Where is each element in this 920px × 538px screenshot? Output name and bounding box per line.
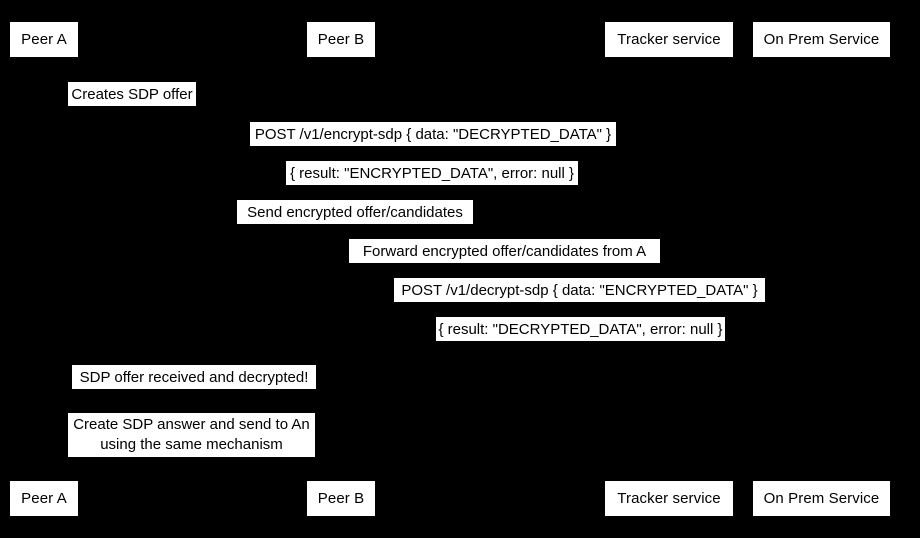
- participant-header-tracker-service[interactable]: Tracker service: [605, 22, 733, 57]
- participant-label: Peer B: [317, 31, 365, 48]
- message-text: Forward encrypted offer/candidates from …: [362, 242, 647, 260]
- message-label-send-encrypted-offer: Send encrypted offer/candidates: [237, 200, 473, 224]
- lifeline-peer-b: [340, 57, 341, 481]
- message-text: { result: "DECRYPTED_DATA", error: null …: [438, 320, 723, 338]
- message-text: Send encrypted offer/candidates: [247, 203, 463, 221]
- message-label-sdp-offer-received: SDP offer received and decrypted!: [72, 365, 316, 389]
- message-label-post-decrypt-sdp: POST /v1/decrypt-sdp { data: "ENCRYPTED_…: [394, 278, 765, 302]
- participant-label: On Prem Service: [763, 490, 880, 507]
- message-text: SDP offer received and decrypted!: [79, 368, 309, 386]
- participant-label: Tracker service: [617, 490, 721, 507]
- message-label-forward-encrypted-offer: Forward encrypted offer/candidates from …: [349, 239, 660, 263]
- lifeline-tracker-service: [668, 57, 669, 481]
- arrow-encrypt-sdp-result: [43, 186, 821, 187]
- participant-label: Peer B: [317, 490, 365, 507]
- arrow-decrypt-sdp-result: [340, 342, 821, 343]
- participant-footer-on-prem-service[interactable]: On Prem Service: [753, 481, 890, 516]
- participant-footer-peer-a[interactable]: Peer A: [10, 481, 78, 516]
- message-label-create-sdp-answer: Create SDP answer and send to An using t…: [68, 413, 315, 457]
- participant-label: Tracker service: [617, 31, 721, 48]
- participant-label: Peer A: [21, 490, 67, 507]
- arrow-send-encrypted-offer: [43, 225, 668, 226]
- participant-footer-peer-b[interactable]: Peer B: [307, 481, 375, 516]
- message-text-line-1: Create SDP answer and send to An: [73, 416, 310, 433]
- lifeline-peer-a: [43, 57, 44, 481]
- participant-header-peer-a[interactable]: Peer A: [10, 22, 78, 57]
- participant-header-peer-b[interactable]: Peer B: [307, 22, 375, 57]
- participant-header-on-prem-service[interactable]: On Prem Service: [753, 22, 890, 57]
- arrow-post-encrypt-sdp: [43, 147, 821, 148]
- participant-footer-tracker-service[interactable]: Tracker service: [605, 481, 733, 516]
- message-text: POST /v1/decrypt-sdp { data: "ENCRYPTED_…: [401, 281, 758, 299]
- arrow-post-decrypt-sdp: [340, 303, 821, 304]
- message-text: POST /v1/encrypt-sdp { data: "DECRYPTED_…: [254, 125, 612, 143]
- participant-label: On Prem Service: [763, 31, 880, 48]
- arrow-forward-encrypted-offer: [340, 264, 668, 265]
- message-label-post-encrypt-sdp: POST /v1/encrypt-sdp { data: "DECRYPTED_…: [250, 122, 616, 146]
- message-label-creates-sdp-offer: Creates SDP offer: [68, 82, 196, 106]
- message-text-line-2: using the same mechanism: [100, 436, 283, 453]
- message-text: { result: "ENCRYPTED_DATA", error: null …: [289, 164, 575, 182]
- message-label-encrypt-sdp-result: { result: "ENCRYPTED_DATA", error: null …: [286, 161, 578, 185]
- message-text: Creates SDP offer: [71, 85, 193, 103]
- message-label-decrypt-sdp-result: { result: "DECRYPTED_DATA", error: null …: [436, 317, 725, 341]
- participant-label: Peer A: [21, 31, 67, 48]
- lifeline-on-prem-service: [821, 57, 822, 481]
